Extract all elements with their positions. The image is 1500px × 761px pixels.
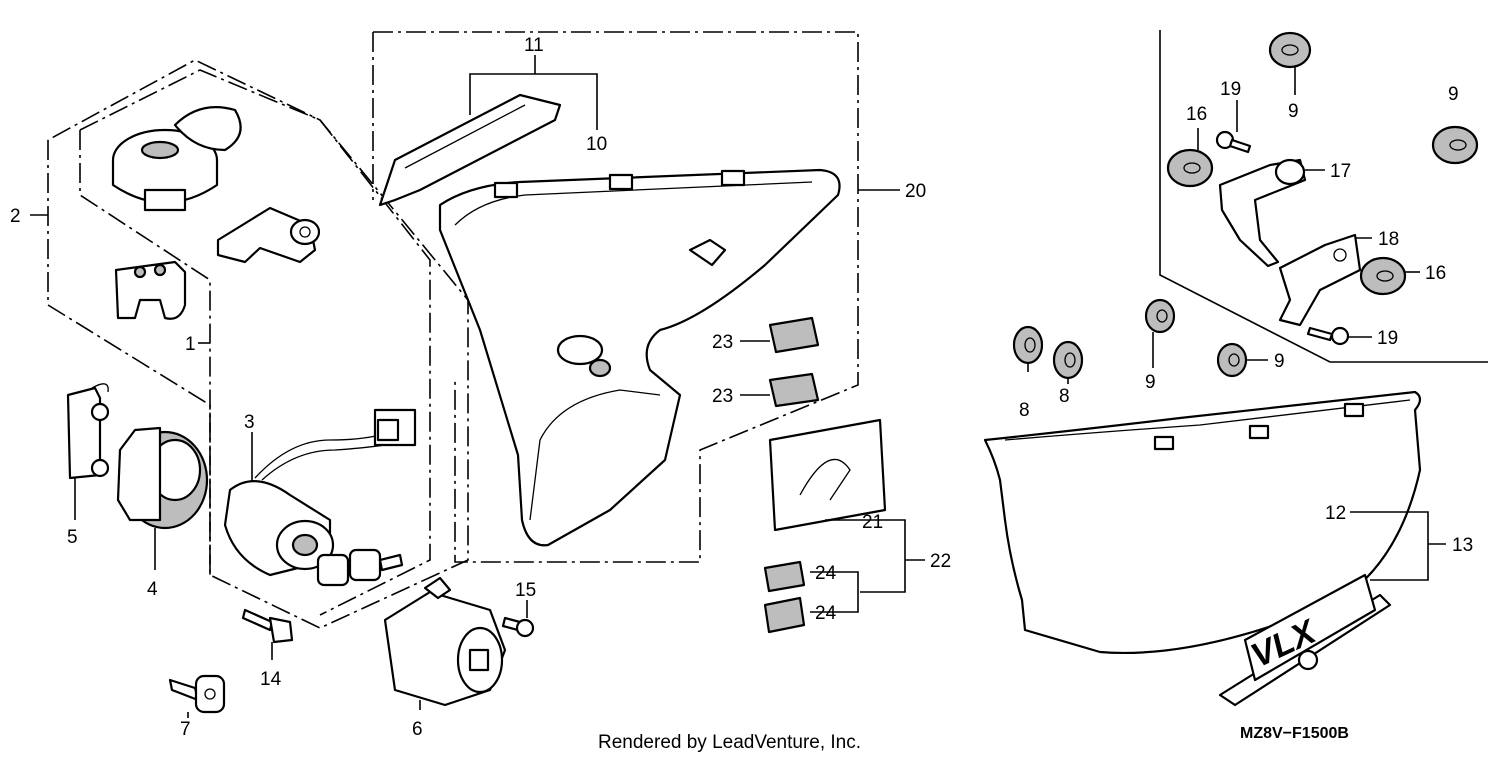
- cap-assembly-part: [111, 106, 242, 212]
- callout-labels: 1 2 3 4 5 6 7 8 8 9 9 9 9 10 11 12 13 14…: [10, 35, 1473, 740]
- right-group-leaders: [1027, 67, 1446, 581]
- bracket-part-17: [1218, 158, 1307, 268]
- bracket-part-18: [1278, 233, 1362, 327]
- callout-8-right: 8: [1059, 386, 1070, 407]
- grommet-part-9-lower: [1216, 342, 1248, 378]
- callout-13: 13: [1452, 535, 1473, 556]
- lock-cylinder-part-6: [383, 576, 507, 707]
- callout-15: 15: [515, 580, 536, 601]
- bolt-part-19-upper: [1215, 130, 1252, 154]
- callout-5: 5: [67, 527, 78, 548]
- rendered-by-caption: Rendered by LeadVenture, Inc.: [598, 732, 861, 753]
- callout-7: 7: [180, 719, 191, 740]
- callout-9-top: 9: [1288, 101, 1299, 122]
- callout-8-left: 8: [1019, 400, 1030, 421]
- callout-14: 14: [260, 669, 282, 690]
- callout-24-lower: 24: [815, 603, 837, 624]
- strip-part-10: [378, 93, 562, 207]
- callout-16-left: 16: [1186, 104, 1207, 125]
- lock-body-part-4: [116, 426, 209, 530]
- grommet-part-16-right: [1359, 256, 1407, 296]
- callout-17: 17: [1330, 161, 1351, 182]
- side-cover-part-20: [438, 168, 841, 547]
- callout-24-upper: 24: [815, 563, 837, 584]
- lock-cylinder-upper-part: [216, 206, 321, 264]
- outer-key-set-boundary: [47, 59, 469, 629]
- clip-part-24-lower: [763, 596, 806, 634]
- grommet-part-9-top: [1268, 31, 1312, 69]
- ignition-switch-part-3: [223, 408, 417, 577]
- screw-part-15: [501, 616, 535, 638]
- callout-18: 18: [1378, 229, 1399, 250]
- callout-6: 6: [412, 719, 423, 740]
- diagram-code: MZ8V−F1500B: [1240, 725, 1349, 742]
- emblem-group-leaders: [810, 519, 925, 613]
- right-group-boundary: [1159, 30, 1488, 363]
- center-group-leaders: [469, 55, 900, 396]
- callout-10: 10: [586, 134, 607, 155]
- bolt-part-19-lower: [1306, 326, 1350, 346]
- cover-cap-part: [114, 260, 187, 320]
- keys-on-ignition: [316, 548, 404, 587]
- bolt-part-14: [241, 608, 294, 644]
- callout-20: 20: [905, 181, 926, 202]
- bracket-part-5: [66, 383, 110, 480]
- key-part-7: [168, 674, 226, 714]
- callout-19-upper: 19: [1220, 79, 1241, 100]
- center-group-boundary: [372, 31, 859, 563]
- grommet-part-9-right: [1431, 125, 1479, 165]
- callout-9-right: 9: [1448, 84, 1459, 105]
- grommet-part-8-left: [1012, 325, 1044, 365]
- callout-1: 1: [185, 334, 196, 355]
- callout-23-upper: 23: [712, 332, 733, 353]
- grommet-part-9-center: [1144, 298, 1176, 334]
- clip-part-23-upper: [768, 316, 820, 354]
- grommet-part-8-right: [1052, 340, 1084, 380]
- clip-part-23-lower: [768, 372, 820, 408]
- callout-23-lower: 23: [712, 386, 733, 407]
- clip-part-24-upper: [763, 560, 806, 593]
- callout-22: 22: [930, 551, 951, 572]
- callout-11: 11: [524, 35, 544, 56]
- emblem-plate-part-21: [768, 418, 887, 532]
- callout-21: 21: [862, 512, 883, 533]
- callout-16-right: 16: [1425, 263, 1446, 284]
- grommet-part-16-left: [1166, 148, 1214, 188]
- callout-19-lower: 19: [1377, 328, 1398, 349]
- callout-9-lower: 9: [1274, 351, 1285, 372]
- callout-3: 3: [244, 412, 255, 433]
- callout-2: 2: [10, 206, 21, 227]
- callout-9-center: 9: [1145, 372, 1156, 393]
- callout-12: 12: [1325, 503, 1346, 524]
- left-group-leaders: [30, 214, 528, 718]
- callout-4: 4: [147, 579, 158, 600]
